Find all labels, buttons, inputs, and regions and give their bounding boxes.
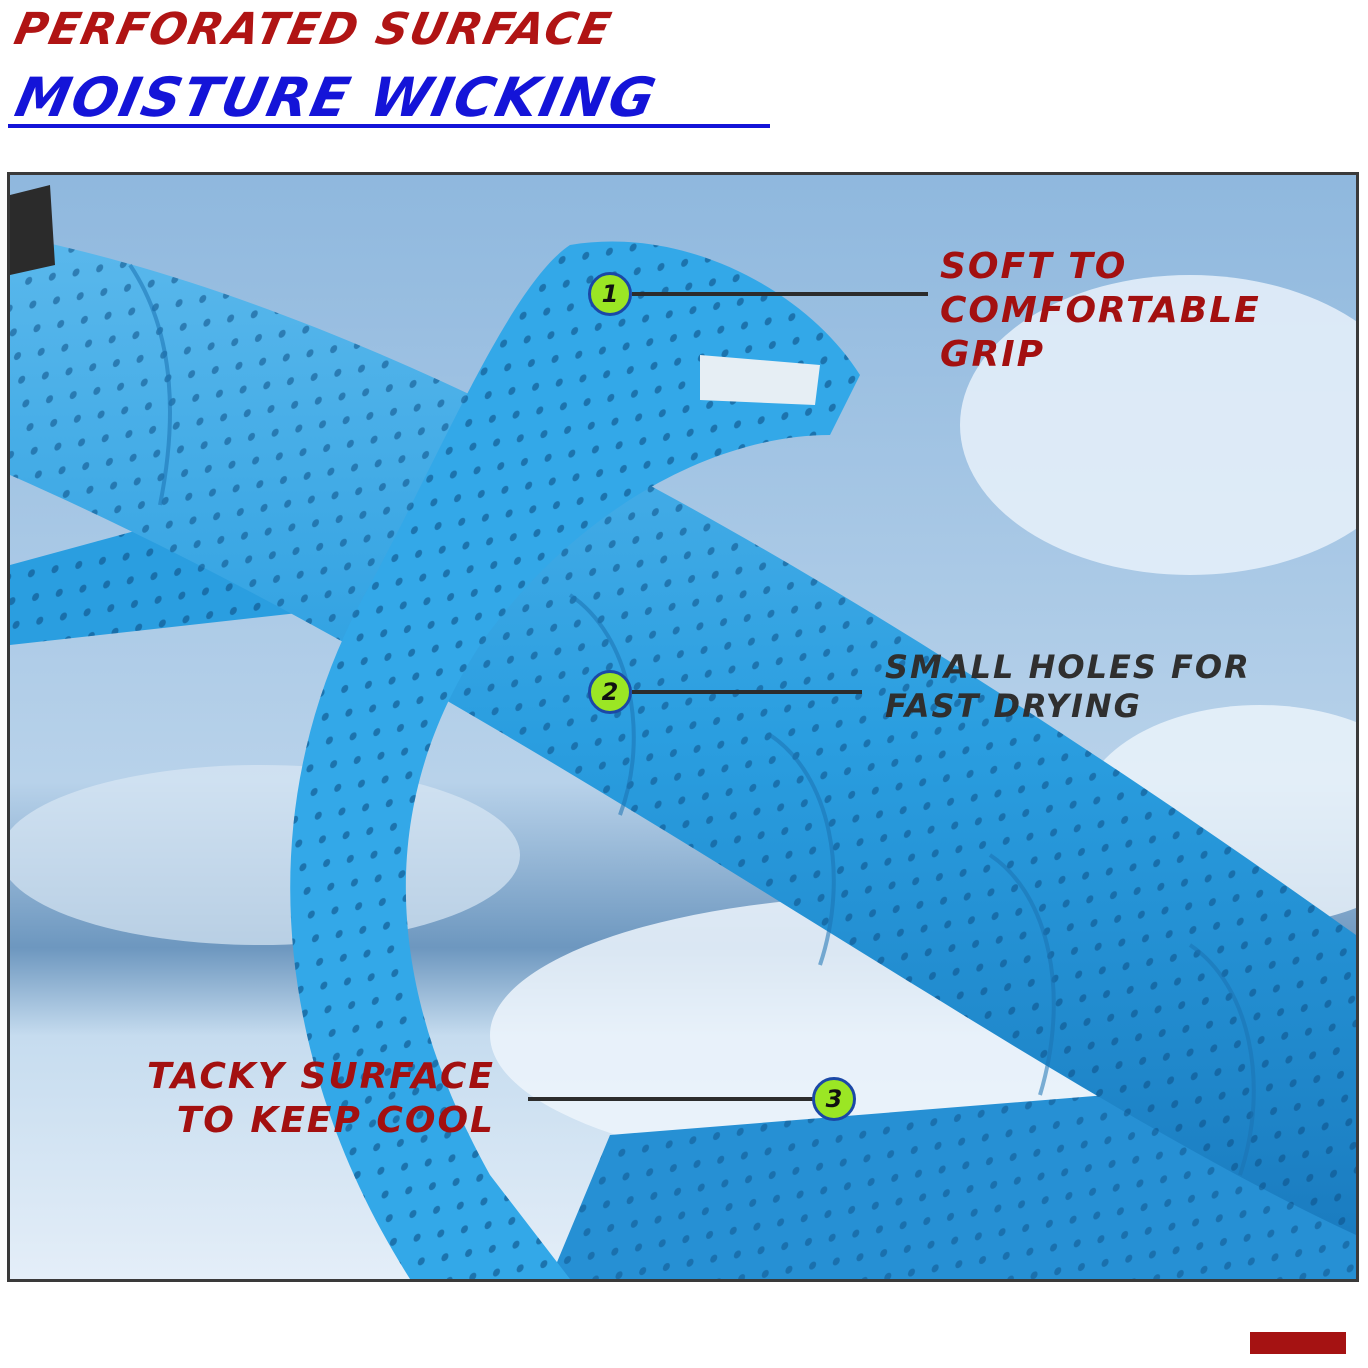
tape-loose-ribbon <box>290 241 860 1279</box>
decorative-corner-bar <box>1250 1332 1346 1354</box>
handle-end <box>10 185 55 275</box>
callout-2-number-badge: 2 <box>588 670 632 714</box>
headline-moisture-wicking: MOISTURE WICKING <box>10 66 663 129</box>
grip-tape-illustration <box>10 175 1356 1279</box>
cloud <box>960 275 1356 575</box>
headline-underline <box>8 124 770 128</box>
callout-2-label: SMALL HOLES FOR FAST DRYING <box>885 648 1251 726</box>
wrapped-handle <box>10 235 1356 1235</box>
headline-perforated-surface: PERFORATED SURFACE <box>10 4 617 55</box>
wrap-seams <box>128 263 1256 1176</box>
callout-3-leader-line <box>528 1097 814 1101</box>
callout-3-label: TACKY SURFACE TO KEEP COOL <box>146 1056 495 1141</box>
product-photo: SOFT TO COMFORTABLE GRIP SMALL HOLES FOR… <box>7 172 1359 1282</box>
callout-1-number-badge: 1 <box>588 272 632 316</box>
callout-1-leader-line <box>632 292 928 296</box>
callout-1-label: SOFT TO COMFORTABLE GRIP <box>940 246 1261 375</box>
tape-underside <box>700 355 820 405</box>
callout-2-leader-line <box>632 690 862 694</box>
cloud <box>10 765 520 945</box>
callout-3-number-badge: 3 <box>812 1077 856 1121</box>
